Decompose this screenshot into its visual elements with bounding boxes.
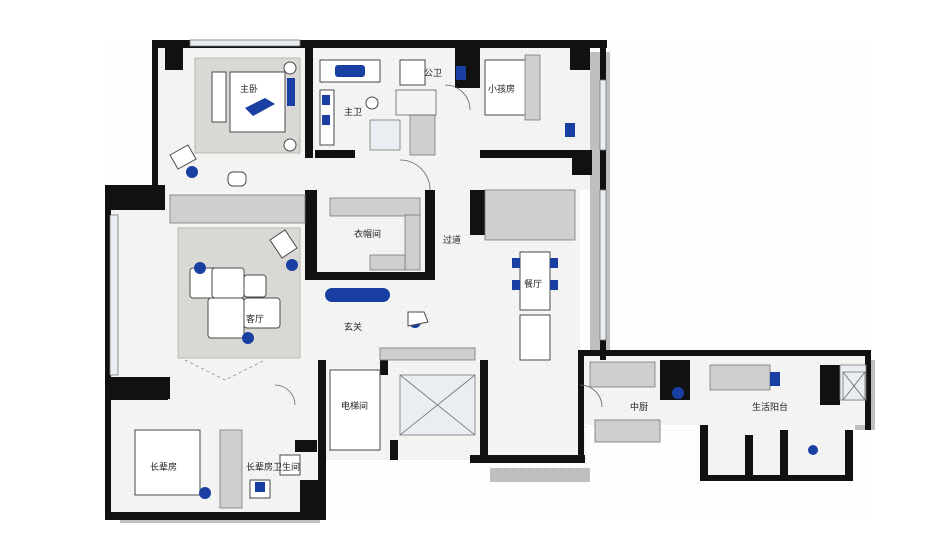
foyer-furniture <box>325 288 476 361</box>
label-master-bedroom: 主卧 <box>240 83 258 95</box>
door-swings <box>274 84 603 408</box>
label-foyer: 玄关 <box>344 321 362 333</box>
living-room-furniture <box>169 194 306 381</box>
dining-furniture <box>484 189 576 361</box>
label-kitchen: 中厨 <box>630 401 648 413</box>
bath-fixtures <box>319 59 466 156</box>
label-kids-room: 小孩房 <box>488 83 515 95</box>
label-closet: 衣帽间 <box>354 228 381 240</box>
label-corridor: 过道 <box>443 234 461 246</box>
kids-room-furniture <box>484 54 575 137</box>
label-living-room: 客厅 <box>246 313 264 325</box>
label-utility-balcony: 生活阳台 <box>752 401 788 413</box>
master-bedroom-furniture <box>169 57 301 187</box>
label-elder-bath: 长辈房卫生间 <box>246 461 300 473</box>
room-labels: 主卧 主卫 公卫 小孩房 衣帽间 过道 客厅 餐厅 玄关 电梯间 长辈房 长辈房… <box>150 68 788 473</box>
label-master-bath: 主卫 <box>344 106 362 118</box>
elevator-shaft <box>329 369 476 451</box>
closet-furniture <box>329 197 421 271</box>
label-dining-room: 餐厅 <box>524 278 542 290</box>
label-elevator-hall: 电梯间 <box>341 400 368 412</box>
kitchen-furniture <box>589 361 866 455</box>
label-public-bath: 公卫 <box>424 68 442 79</box>
elder-room-furniture <box>134 429 301 509</box>
label-elder-room: 长辈房 <box>150 461 177 473</box>
